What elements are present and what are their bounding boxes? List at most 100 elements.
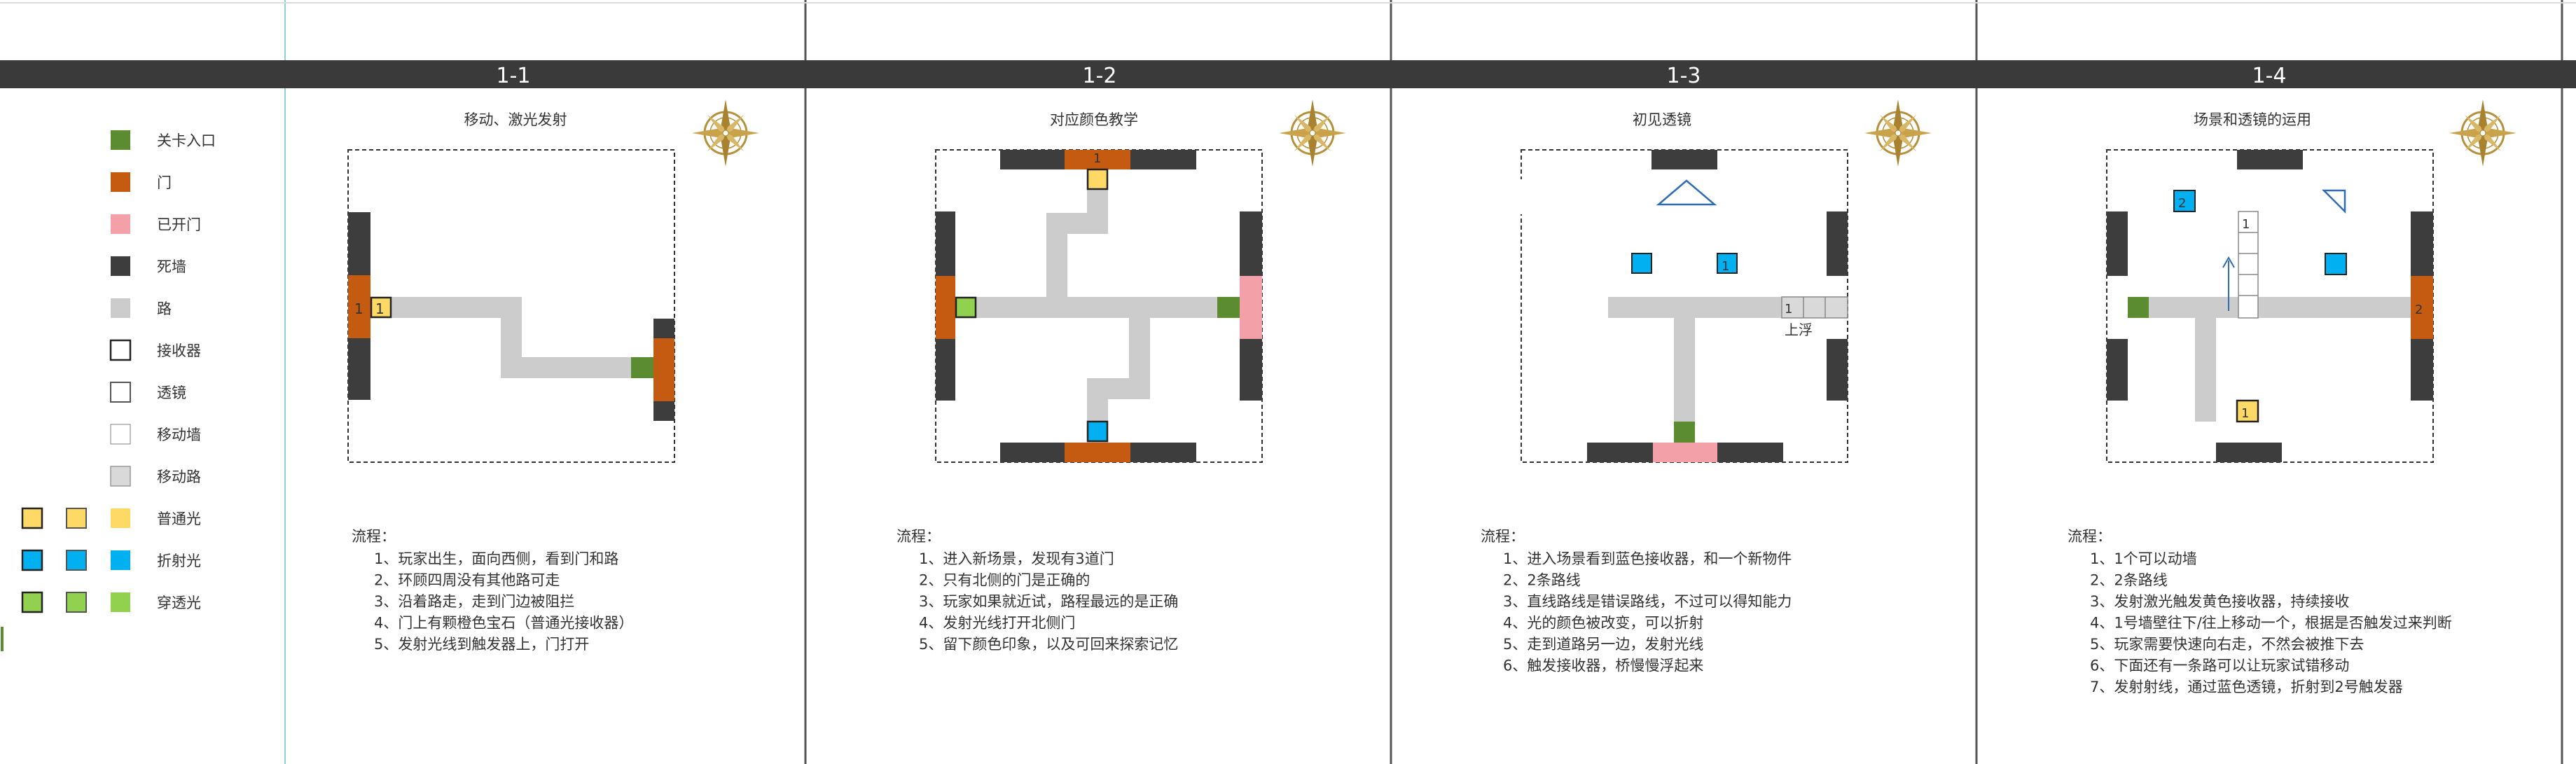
road [955, 297, 1217, 318]
flow-step: 2、环顾四周没有其他路可走 [374, 572, 560, 589]
dead-wall [2107, 339, 2128, 401]
flow-step: 5、玩家需要快速向右走，不然会被推下去 [2090, 636, 2364, 653]
legend-label: 移动路 [157, 468, 201, 485]
object-label: 2 [2415, 303, 2423, 317]
legend-label: 穿透光 [157, 595, 201, 611]
dead-wall [348, 338, 371, 400]
legend-swatch-moving-wall [110, 424, 131, 445]
level-id-1-1: 1-1 [497, 64, 531, 88]
object-label: 1 [1785, 302, 1792, 317]
dead-wall [653, 401, 674, 421]
flow-step: 3、沿着路走，走到门边被阻拦 [374, 593, 574, 610]
dead-wall [1130, 150, 1196, 169]
object-label: 1 [1093, 151, 1101, 166]
flow-step: 2、2条路线 [2090, 572, 2168, 589]
dead-wall [2216, 443, 2282, 462]
dead-wall [2237, 150, 2303, 169]
lens [1656, 179, 1717, 206]
flow-step: 1、进入新场景，发现有3道门 [919, 550, 1114, 567]
flow-step: 6、下面还有一条路可以让玩家试错移动 [2090, 658, 2349, 674]
legend-label: 门 [157, 174, 172, 191]
object-label: 1 [2242, 217, 2250, 232]
legend-label: 接收器 [157, 342, 201, 359]
legend-label: 关卡入口 [157, 132, 216, 149]
dead-wall [653, 319, 674, 338]
moving-wall [2238, 211, 2259, 319]
legend-label: 死墙 [157, 258, 186, 275]
road [371, 297, 522, 318]
dead-wall [1240, 339, 1262, 401]
legend-swatch-refract-light [111, 550, 130, 570]
object-label: 上浮 [1785, 321, 1813, 338]
flow-step: 4、1号墙壁往下/往上移动一个，根据是否触发过来判断 [2090, 615, 2452, 632]
dead-wall [1000, 150, 1065, 169]
boundary-gap [1518, 179, 1524, 214]
legend-swatch-dead-wall [111, 256, 130, 276]
legend-swatch-pierce-lens [66, 592, 87, 613]
road [501, 357, 631, 378]
object-label: 2 [2178, 196, 2186, 211]
road [2128, 297, 2411, 318]
level-title: 移动、激光发射 [464, 111, 567, 128]
legend-swatch-normal-light [111, 508, 130, 528]
dead-wall [936, 211, 955, 276]
dead-wall [936, 339, 955, 401]
legend-swatch-road [111, 298, 130, 318]
flow-heading: 流程： [1481, 528, 1525, 545]
road [2195, 318, 2216, 422]
flow-step: 4、光的颜色被改变，可以折射 [1503, 615, 1703, 632]
door [1065, 150, 1130, 169]
dead-wall [1651, 150, 1717, 169]
entrance [631, 357, 653, 378]
legend-label: 透镜 [157, 384, 186, 401]
dead-wall [1827, 211, 1848, 276]
level-id-1-4: 1-4 [2252, 64, 2287, 88]
flow-step: 1、进入场景看到蓝色接收器，和一个新物件 [1503, 550, 1792, 567]
legend-swatch-refract-lens [66, 550, 87, 571]
lens [2321, 189, 2346, 214]
dead-wall [348, 212, 371, 275]
flow-step: 7、发射射线，通过蓝色透镜，折射到2号触发器 [2090, 679, 2403, 695]
entrance [1217, 297, 1240, 318]
dead-wall [1130, 443, 1196, 462]
normal-receiver [370, 296, 392, 319]
refract-receiver [1086, 420, 1109, 443]
level-1-1: 移动、激光发射 1 1 [347, 111, 675, 463]
legend-swatch-lens [110, 382, 131, 403]
road [1674, 318, 1695, 422]
flow-step: 6、触发接收器，桥慢慢浮起来 [1503, 658, 1703, 674]
flow-heading: 流程： [896, 528, 941, 545]
compass-icon [2448, 98, 2518, 168]
legend-swatch-normal-lens [66, 508, 87, 529]
refract-receiver [2325, 253, 2347, 275]
level-1-4: 场景和透镜的运用 2 2 1 1 [2106, 111, 2434, 463]
legend-swatch-pierce-receiver [21, 591, 43, 613]
legend-label: 已开门 [157, 216, 201, 233]
level-id-1-2: 1-2 [1083, 64, 1117, 88]
entrance [1674, 422, 1695, 443]
door [2411, 276, 2433, 339]
door [348, 275, 371, 338]
legend-swatch-open-door [111, 214, 130, 234]
flow-step: 4、门上有颗橙色宝石（普通光接收器） [374, 615, 633, 632]
entrance [2128, 297, 2149, 318]
flow-step: 1、玩家出生，面向西侧，看到门和路 [374, 550, 618, 567]
flow-step: 4、发射光线打开北侧门 [919, 615, 1075, 632]
flow-step: 1、1个可以动墙 [2090, 550, 2197, 567]
refract-receiver [2173, 190, 2196, 212]
door [1065, 443, 1130, 462]
level-title: 对应颜色教学 [1050, 111, 1138, 128]
header-bar [0, 60, 2576, 88]
door [653, 338, 674, 401]
legend-swatch-normal-receiver [21, 507, 43, 529]
dead-wall [1000, 443, 1065, 462]
pierce-receiver [955, 296, 977, 319]
compass-icon [1277, 98, 1348, 168]
level-title: 场景和透镜的运用 [2194, 111, 2311, 128]
open-door [1653, 443, 1717, 462]
level-1-2: 对应颜色教学 1 [935, 111, 1263, 463]
flow-step: 3、发射激光触发黄色接收器，持续接收 [2090, 593, 2349, 610]
level-id-1-3: 1-3 [1667, 64, 1701, 88]
object-label: 1 [375, 300, 385, 317]
